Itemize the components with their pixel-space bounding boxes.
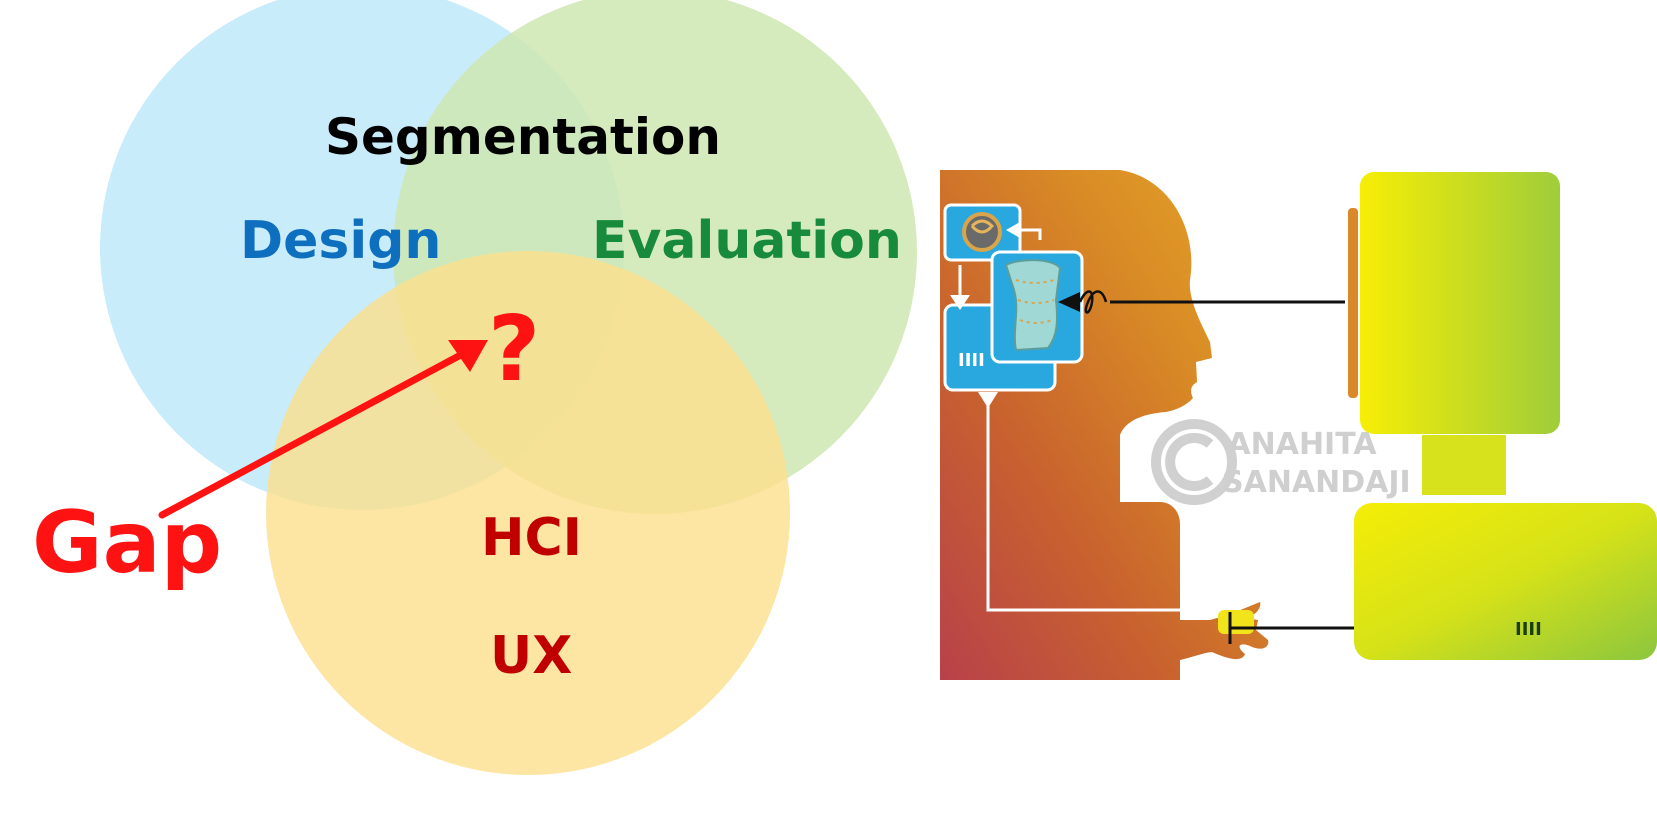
hci-label: HCI xyxy=(481,508,583,568)
question-mark: ? xyxy=(488,297,541,402)
evaluation-label: Evaluation xyxy=(592,211,902,271)
computer-code: IIII xyxy=(1515,619,1542,640)
gap-arrowhead xyxy=(448,340,488,372)
monitor-neck xyxy=(1422,435,1506,495)
venn-diagram xyxy=(100,0,917,775)
segmentation-label: Segmentation xyxy=(325,108,721,166)
computer: IIII xyxy=(1348,172,1657,660)
watermark-line-2: SANANDAJI xyxy=(1222,465,1411,500)
copyright-icon xyxy=(1151,419,1237,505)
gap-arrow xyxy=(158,346,474,519)
gap-label: Gap xyxy=(32,493,223,593)
watermark-line-1: ANAHITA xyxy=(1227,427,1377,462)
hci-ux-circle xyxy=(266,251,790,775)
skull-code: IIII xyxy=(958,350,985,371)
ux-label: UX xyxy=(490,626,573,686)
brain-panel: IIII xyxy=(943,203,1180,612)
monitor-screen xyxy=(1360,172,1560,434)
design-label: Design xyxy=(240,211,442,271)
computer-base xyxy=(1354,503,1657,660)
hci-illustration: IIII IIII xyxy=(940,170,1657,680)
mouse-icon xyxy=(1218,610,1254,634)
monitor-bezel xyxy=(1348,208,1358,398)
